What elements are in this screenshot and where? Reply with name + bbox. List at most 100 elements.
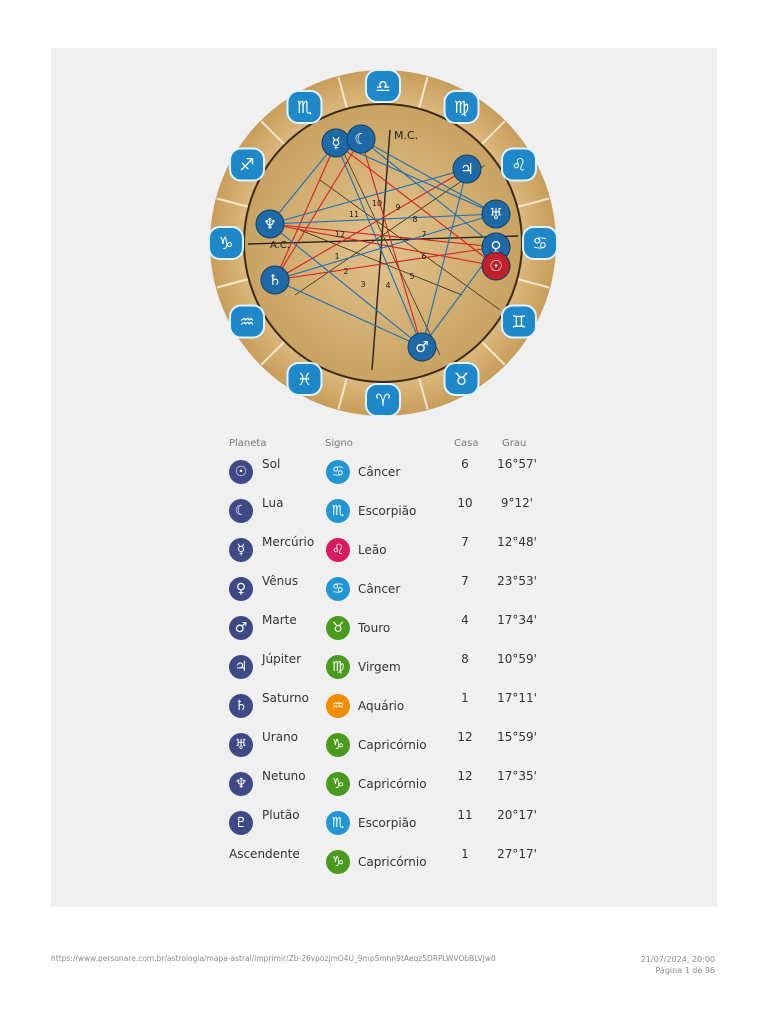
- planet-icon: ♂: [229, 616, 253, 640]
- planet-glyph: ♄: [268, 271, 281, 289]
- planet-glyph: ♆: [263, 215, 276, 233]
- sign-name: Capricórnio: [358, 855, 427, 869]
- planet-glyph: ♃: [460, 160, 473, 178]
- sign-icon: ♑: [326, 772, 350, 796]
- mc-label: M.C.: [394, 129, 418, 142]
- aspect-line: [269, 168, 468, 225]
- zodiac-badge: ♑: [208, 226, 244, 260]
- planet-badge: ♅: [481, 199, 511, 229]
- house-number: 2: [343, 267, 348, 276]
- zodiac-glyph: ♐: [239, 156, 254, 176]
- zodiac-badge: ♊: [500, 304, 537, 339]
- planet-icon: ☿: [229, 538, 253, 562]
- ring-divider: [260, 120, 285, 145]
- header-casa: Casa: [454, 438, 479, 449]
- ring-divider: [481, 341, 506, 366]
- sign-icon: ♍: [326, 655, 350, 679]
- casa-value: 6: [461, 457, 469, 471]
- zodiac-badge: ♍: [443, 90, 480, 125]
- sign-icon: ♑: [326, 850, 350, 874]
- house-number: 9: [395, 203, 400, 212]
- sign-icon: ♏: [326, 811, 350, 835]
- planet-name: Saturno: [262, 691, 309, 705]
- aspect-line: [335, 142, 497, 215]
- zodiac-glyph: ♊: [511, 313, 526, 333]
- sign-name: Escorpião: [358, 816, 417, 830]
- zodiac-badge: ♓: [286, 361, 323, 396]
- planet-badge: ♄: [260, 265, 290, 295]
- house-cusp-line: [294, 164, 486, 296]
- planet-name: Marte: [262, 613, 297, 627]
- planet-glyph: ♅: [489, 205, 502, 223]
- sign-name: Câncer: [358, 582, 401, 596]
- ring-divider: [481, 120, 506, 145]
- ring-divider: [216, 197, 249, 208]
- zodiac-badge: ♈: [365, 383, 401, 417]
- aspect-line: [274, 142, 337, 281]
- zodiac-glyph: ♏: [297, 98, 312, 118]
- header-planeta: Planeta: [229, 438, 267, 449]
- grau-value: 10°59': [497, 652, 537, 666]
- footer-page: Página 1 de 96: [655, 966, 715, 975]
- zodiac-badge: ♏: [286, 90, 323, 125]
- planet-badge: ☾: [346, 124, 376, 154]
- zodiac-badges: ♏♎♍♌♋♊♉♈♓♒♑♐: [208, 69, 558, 417]
- zodiac-glyph: ♓: [297, 370, 312, 390]
- planet-icon: ♀: [229, 577, 253, 601]
- planet-icon: ♆: [229, 772, 253, 796]
- sign-name: Capricórnio: [358, 738, 427, 752]
- zodiac-badge: ♒: [229, 304, 266, 339]
- casa-value: 1: [461, 691, 469, 705]
- zodiac-badge: ♌: [500, 147, 537, 182]
- header-grau: Grau: [502, 438, 527, 449]
- grau-value: 9°12': [500, 496, 534, 510]
- planet-name: Mercúrio: [262, 535, 315, 549]
- casa-value: 7: [461, 574, 469, 588]
- planet-badge: ♂: [407, 332, 437, 362]
- planet-icon: ♄: [229, 694, 253, 718]
- casa-value: 10: [457, 496, 473, 510]
- grau-value: 17°35': [497, 769, 537, 783]
- zodiac-glyph: ♍: [454, 98, 469, 118]
- grau-value: 20°17': [497, 808, 537, 822]
- ring-divider: [418, 76, 429, 109]
- house-number: 8: [412, 215, 417, 224]
- grau-value: 23°53': [497, 574, 537, 588]
- planet-icon: ♇: [229, 811, 253, 835]
- zodiac-badge: ♉: [443, 361, 480, 396]
- footer-datetime: 21/07/2024, 20:00: [640, 955, 715, 964]
- zodiac-glyph: ♑: [218, 234, 233, 254]
- planet-name: Júpiter: [262, 652, 302, 666]
- casa-value: 12: [457, 730, 473, 744]
- zodiac-glyph: ♋: [532, 234, 547, 254]
- sign-name: Câncer: [358, 465, 401, 479]
- footer-date-page: 21/07/2024, 20:00 Página 1 de 96: [641, 954, 715, 976]
- planet-glyph: ☿: [331, 134, 340, 152]
- sign-name: Leão: [358, 543, 387, 557]
- casa-value: 4: [461, 613, 469, 627]
- planet-name: Plutão: [262, 808, 300, 822]
- aspect-line: [269, 223, 497, 248]
- planet-name: Lua: [262, 496, 284, 510]
- aspect-line: [360, 138, 497, 215]
- house-number: 6: [421, 252, 426, 261]
- aspect-line: [360, 138, 497, 248]
- casa-value: 8: [461, 652, 469, 666]
- aspect-line: [269, 213, 497, 225]
- grau-value: 12°48': [497, 535, 537, 549]
- sign-name: Capricórnio: [358, 777, 427, 791]
- grau-value: 15°59': [497, 730, 537, 744]
- aspect-line: [360, 138, 423, 348]
- aspect-line: [274, 279, 423, 348]
- ring-divider: [337, 76, 348, 109]
